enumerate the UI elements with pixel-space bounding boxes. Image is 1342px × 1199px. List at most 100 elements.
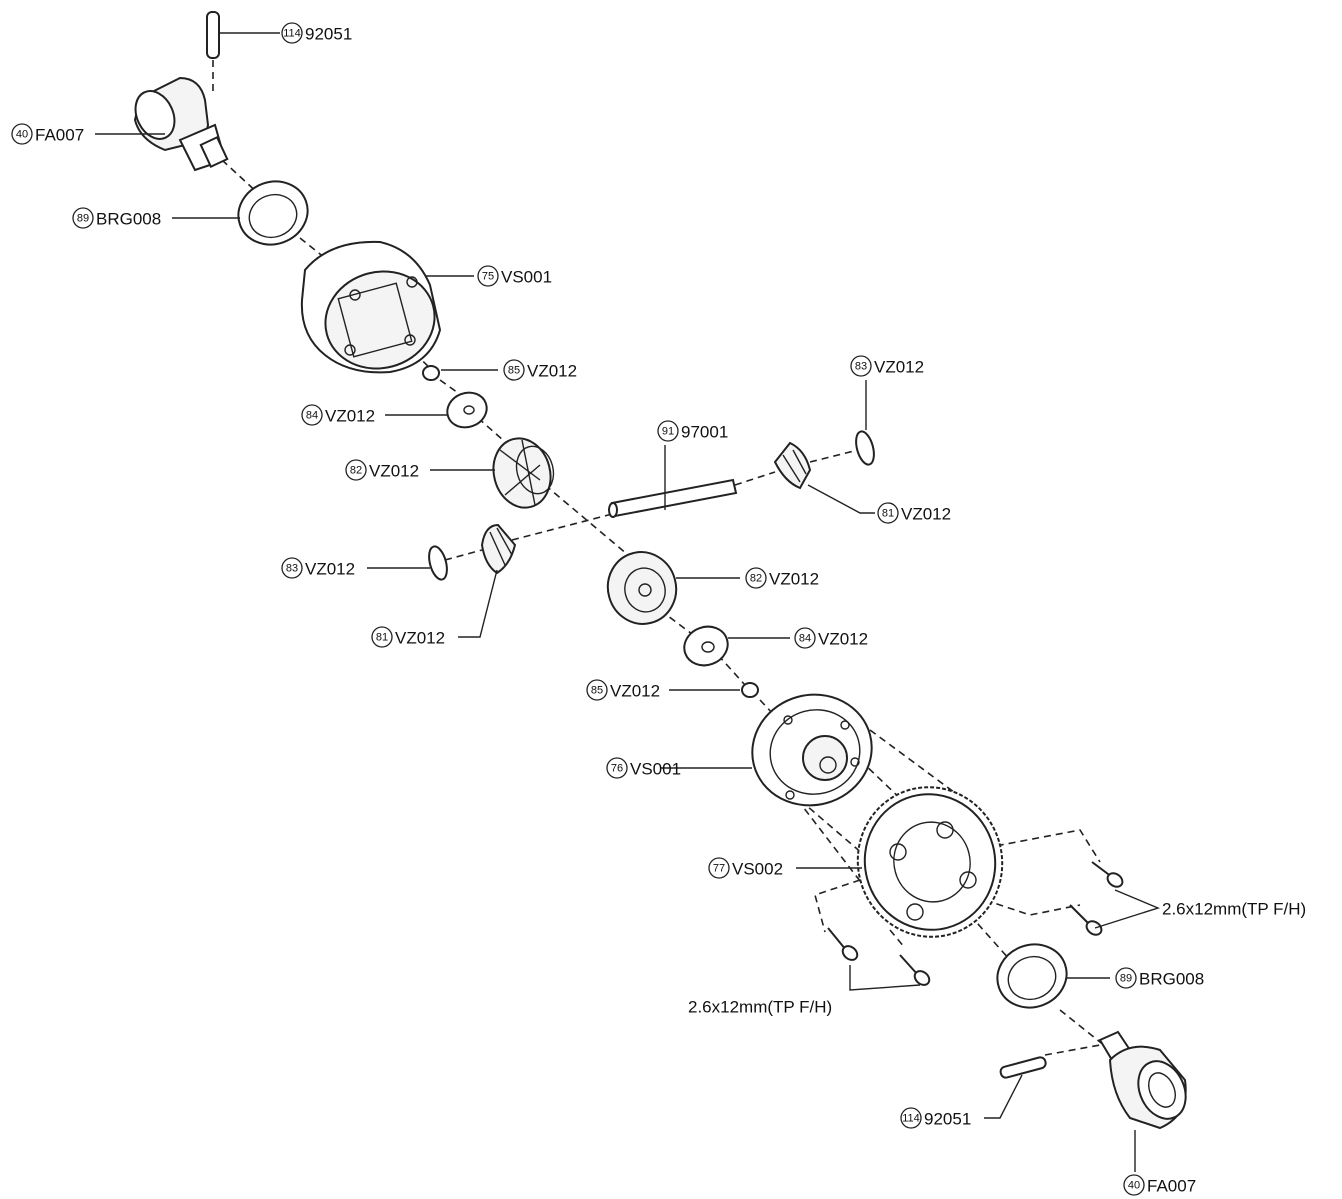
callout-number: 77 [713,863,725,875]
callout-number-badge [877,502,899,524]
screw-part-2 [1069,904,1103,936]
part-callout-114-92051: 114 92051 [900,1107,971,1129]
pinion-gear-part-right [773,441,812,490]
callout-number-badge [794,627,816,649]
callout-number-badge [477,265,499,287]
pin-part-top [206,11,220,59]
screw-part-3 [827,927,859,961]
leader-lines [95,32,1161,1172]
callout-number-badge [586,679,608,701]
outdrive-part-top [133,76,229,172]
callout-number-badge [606,757,628,779]
callout-number: 81 [882,508,894,520]
callout-number: 84 [799,633,811,645]
callout-part-code: FA007 [35,126,84,145]
part-callout-91-97001: 91 97001 [657,420,728,442]
callout-number: 84 [306,410,318,422]
callout-part-code: VZ012 [305,560,355,579]
callout-number-badge [657,420,679,442]
callout-part-code: VZ012 [610,682,660,701]
part-callout-75-vs001: 75 VS001 [477,265,552,287]
callout-number: 114 [283,28,301,40]
diff-cover-part [751,693,873,807]
part-callout-83-vz012: 83 VZ012 [281,557,355,579]
callout-number: 82 [750,573,762,585]
bevel-gear-part-lower [606,551,678,625]
callout-number: 91 [662,426,674,438]
callout-part-code: 92051 [924,1110,971,1129]
part-callout-81-vz012: 81 VZ012 [877,502,951,524]
part-callout-89-brg008: 89 BRG008 [72,207,161,229]
cross-shaft-part [608,478,738,518]
callout-part-code: BRG008 [96,210,161,229]
callout-number: 85 [508,365,520,377]
callout-number: 82 [350,465,362,477]
callout-number: 89 [1120,973,1132,985]
part-callout-82-vz012: 82 VZ012 [745,567,819,589]
callout-number: 83 [855,361,867,373]
callout-number-badge [708,857,730,879]
callout-number: 75 [482,271,494,283]
callout-part-code: 97001 [681,423,728,442]
callout-number-badge [1115,967,1137,989]
part-callout-85-vz012: 85 VZ012 [503,359,577,381]
callout-number-badge [850,355,872,377]
callout-part-code: VZ012 [369,462,419,481]
callout-number-badge [11,123,33,145]
washer-part-upper [446,391,488,429]
bearing-part-top [237,180,309,246]
pin-part-bottom [999,1056,1047,1079]
callout-number-badge [281,557,303,579]
part-callout-40-fa007: 40 FA007 [1123,1174,1196,1196]
part-callout-83-vz012: 83 VZ012 [850,355,924,377]
washer-part-lower [683,625,729,667]
pinion-gear-part-left [480,523,517,575]
callout-number-badge [72,207,94,229]
callout-number-badge [745,567,767,589]
callout-part-code: VZ012 [901,505,951,524]
callout-part-code: BRG008 [1139,970,1204,989]
screw-size-note-left: 2.6x12mm(TP F/H) [688,998,832,1017]
screw-part-1 [1091,861,1124,888]
callout-number: 40 [1128,1180,1140,1192]
outdrive-part-bottom [1098,1030,1187,1130]
callout-part-code: VZ012 [874,358,924,377]
part-callout-77-vs002: 77 VS002 [708,857,783,879]
diff-case-part [300,240,442,374]
part-callout-40-fa007: 40 FA007 [11,123,84,145]
callout-part-code: 92051 [305,25,352,44]
callout-number-badge [1123,1174,1145,1196]
callout-part-code: VS002 [732,860,783,879]
callout-part-code: VZ012 [769,570,819,589]
o-ring-part-lower [741,682,759,698]
callout-number: 114 [902,1113,920,1125]
callout-number: 40 [16,129,28,141]
callout-part-code: VS001 [501,268,552,287]
callout-number: 85 [591,685,603,697]
part-callout-114-92051: 114 92051 [281,22,352,44]
callout-number-badge [503,359,525,381]
o-ring-part-upper [422,365,440,381]
bevel-gear-part-upper [492,437,555,509]
callout-number-badge [371,626,393,648]
bearing-part-bottom [996,943,1068,1009]
callout-number: 76 [611,763,623,775]
callout-number-badge [345,459,367,481]
callout-number-badge [301,404,323,426]
ring-gear-part [856,786,1004,938]
callout-part-code: VZ012 [527,362,577,381]
callout-number: 89 [77,213,89,225]
callout-part-code: FA007 [1147,1177,1196,1196]
part-callout-82-vz012: 82 VZ012 [345,459,419,481]
callout-part-code: VS001 [630,760,681,779]
shim-part-left [428,545,448,581]
callout-number: 81 [376,632,388,644]
part-callout-76-vs001: 76 VS001 [606,757,681,779]
callout-number-badge [900,1107,922,1129]
callout-number: 83 [286,563,298,575]
screw-part-4 [899,954,931,986]
